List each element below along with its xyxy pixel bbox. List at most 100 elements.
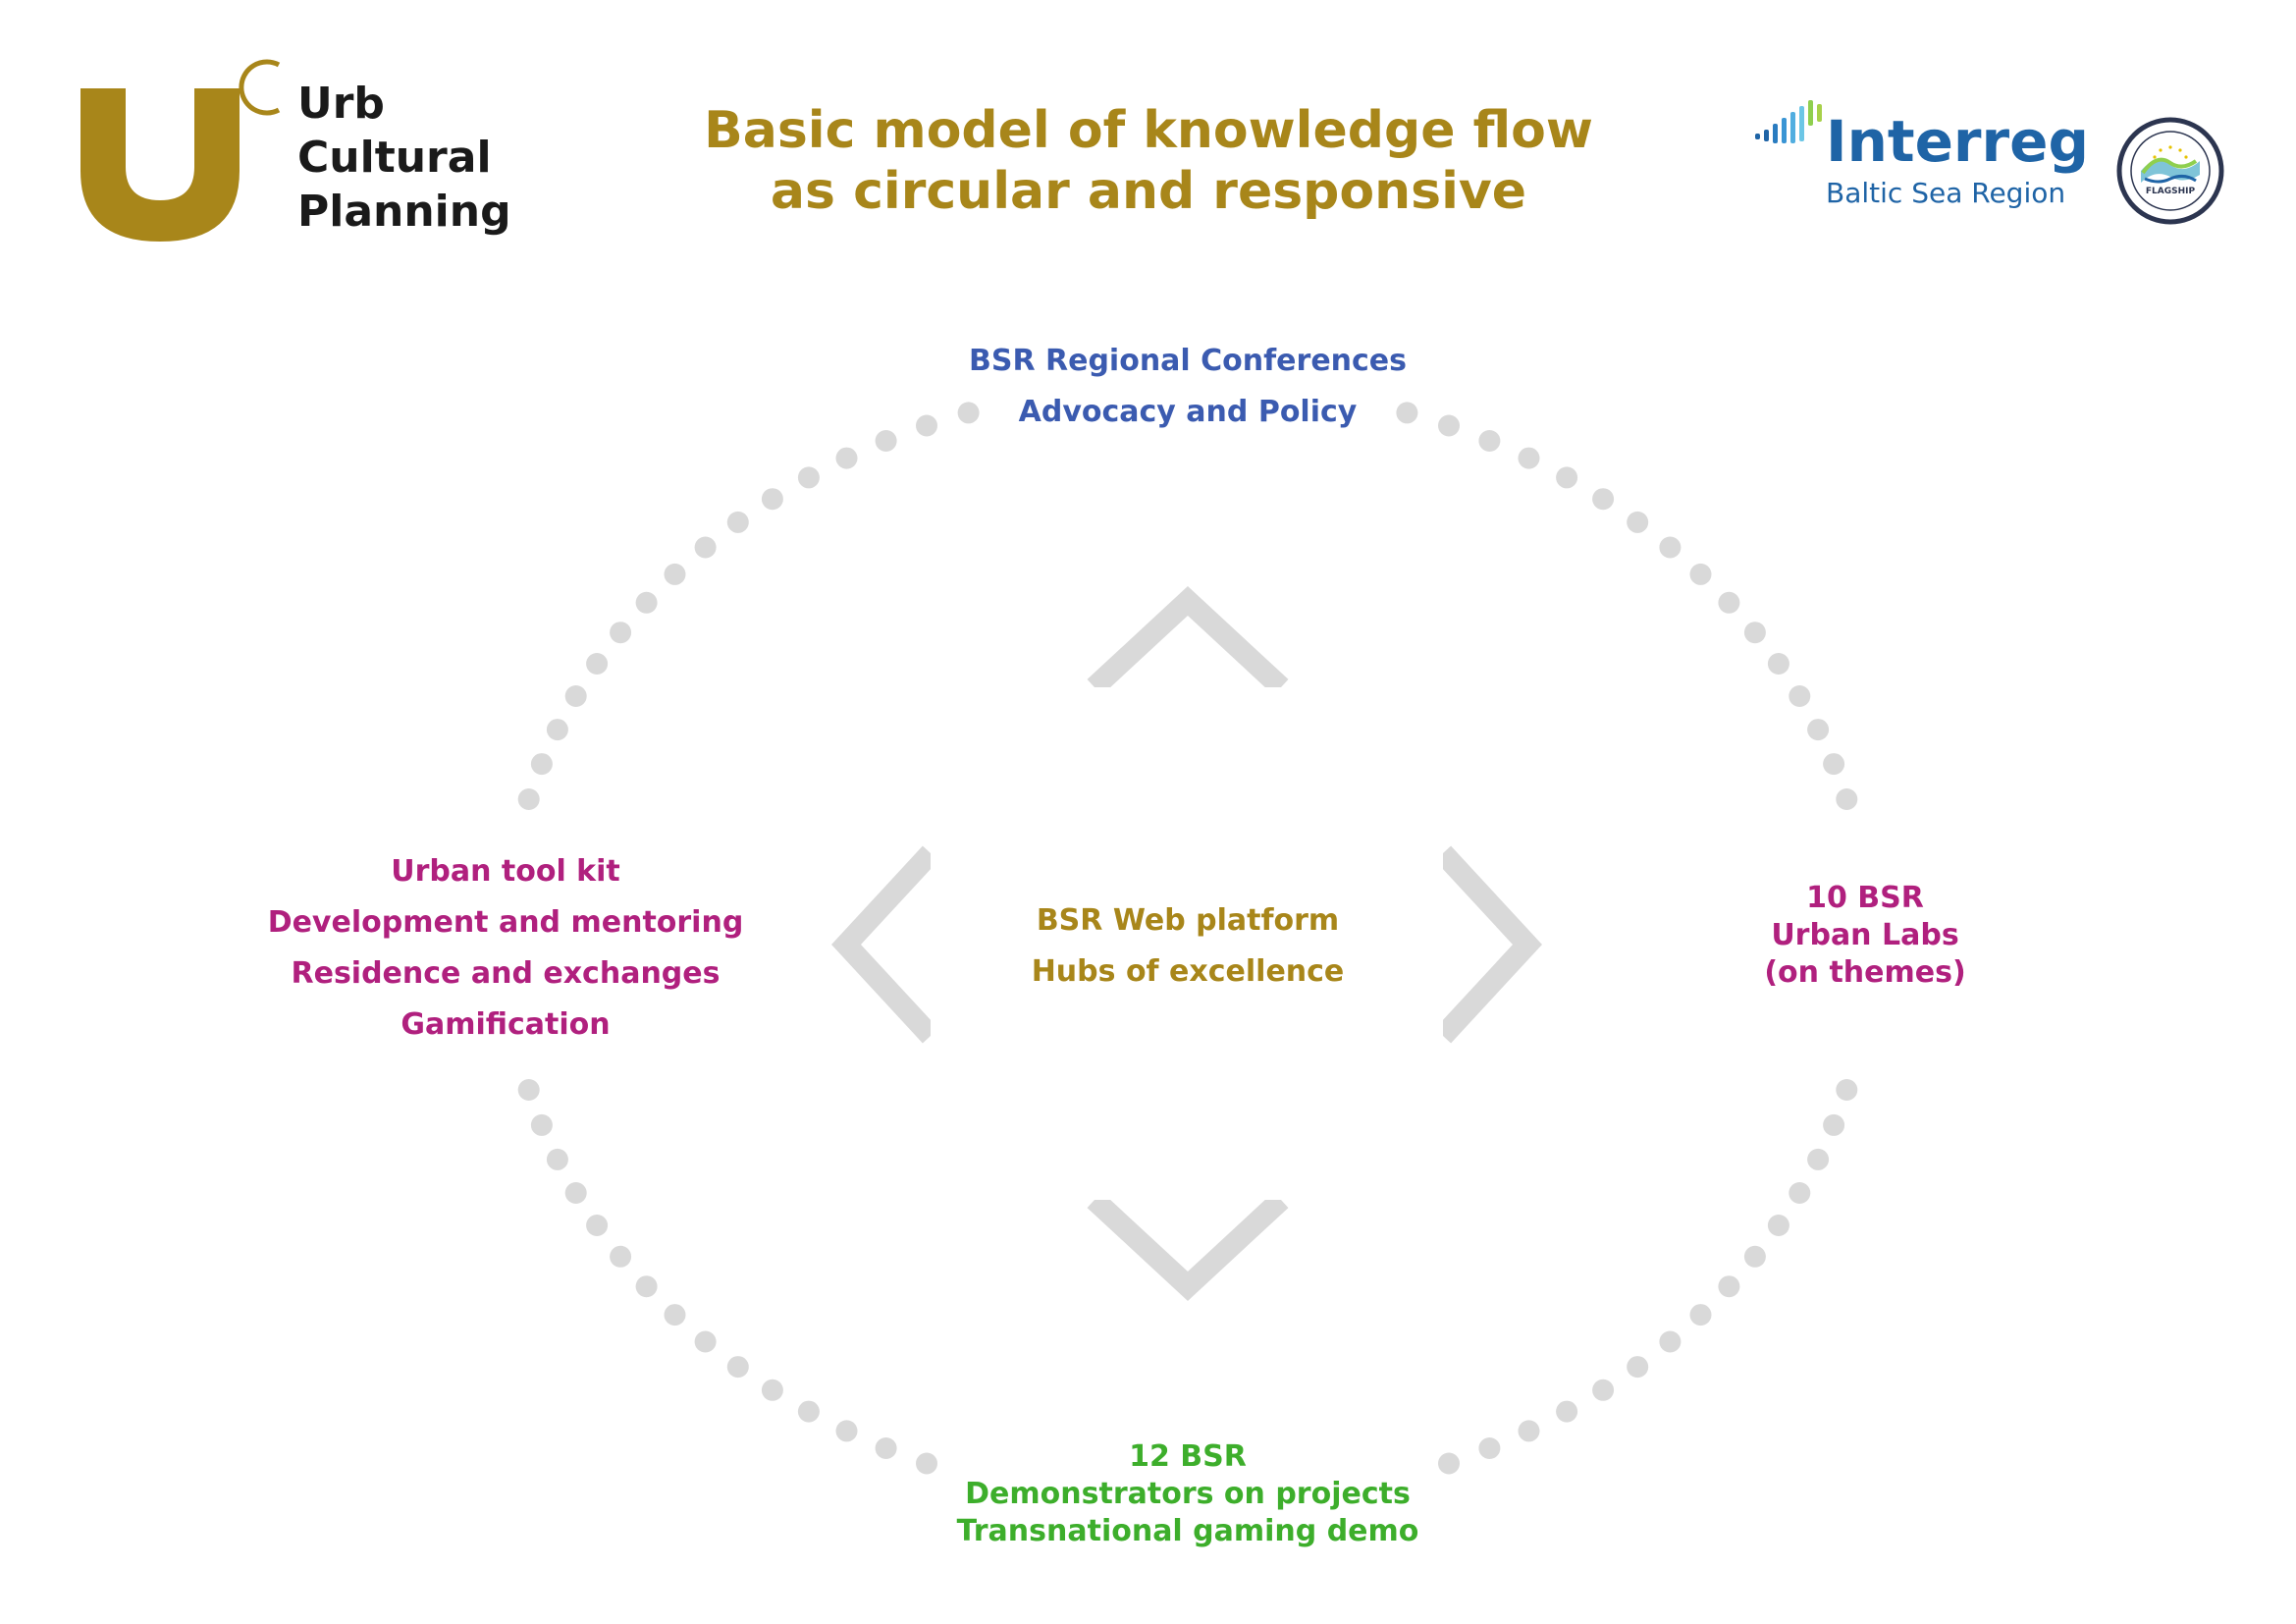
node-left-line: Development and mentoring xyxy=(267,905,744,940)
interreg-wordmark: Interreg xyxy=(1826,108,2089,175)
circle-dot xyxy=(664,1304,686,1326)
chevron-left-icon xyxy=(831,845,939,1044)
circle-dot xyxy=(1627,511,1649,533)
interreg-region-label: Baltic Sea Region xyxy=(1826,177,2066,209)
circle-dot xyxy=(875,1437,897,1459)
dotted-circle xyxy=(517,402,1858,1475)
circle-dot xyxy=(1718,1275,1740,1298)
circle-dot xyxy=(694,1330,717,1353)
circle-dot xyxy=(1627,1356,1649,1379)
node-top-line: Advocacy and Policy xyxy=(1018,395,1358,429)
node-left-toolkit: Urban tool kit Development and mentoring… xyxy=(211,846,800,1051)
seal-label: FLAGSHIP xyxy=(2145,187,2196,196)
chevron-right-icon xyxy=(1434,845,1542,1044)
circle-dot xyxy=(957,402,980,424)
circle-dot xyxy=(797,1400,820,1423)
chevrons xyxy=(831,586,1542,1301)
circle-dot xyxy=(1689,563,1712,585)
node-bottom-line: Demonstrators on projects xyxy=(965,1477,1411,1511)
circle-dot xyxy=(1743,1245,1766,1268)
node-bottom-line: Transnational gaming demo xyxy=(956,1514,1419,1548)
circle-dot xyxy=(1438,414,1460,437)
circle-dot xyxy=(1823,753,1845,776)
circle-dot xyxy=(610,622,632,644)
circle-dot xyxy=(1518,1420,1540,1442)
circle-dot xyxy=(1659,1330,1682,1353)
circle-dot xyxy=(835,447,858,469)
circle-dot xyxy=(1823,1113,1845,1136)
circle-dot xyxy=(517,1079,540,1101)
node-left-line: Gamification xyxy=(400,1007,611,1042)
circle-dot xyxy=(635,1275,658,1298)
circle-dot xyxy=(1556,466,1578,489)
circle-dot xyxy=(1767,1215,1789,1236)
node-top-conferences: BSR Regional Conferences Advocacy and Po… xyxy=(883,336,1492,438)
node-bottom-demonstrators: 12 BSR Demonstrators on projects Transna… xyxy=(854,1438,1522,1550)
circle-dot xyxy=(564,685,587,707)
logo-wordmark: Urb Cultural Planning xyxy=(297,77,511,239)
circle-dot xyxy=(586,653,609,675)
circle-dot xyxy=(1836,788,1858,810)
circle-dot xyxy=(1556,1400,1578,1423)
circle-dot xyxy=(875,430,897,452)
circle-dot xyxy=(1743,622,1766,644)
circle-dot xyxy=(586,1215,609,1236)
logo-u-letter xyxy=(80,88,240,242)
title-line-1: Basic model of knowledge flow xyxy=(704,101,1593,160)
circle-dot xyxy=(1836,1079,1858,1101)
circle-dot xyxy=(726,1356,749,1379)
node-bottom-line: 12 BSR xyxy=(1129,1439,1247,1474)
circle-dot xyxy=(546,1148,568,1170)
circle-dot xyxy=(1478,430,1501,452)
circle-dot xyxy=(916,414,937,437)
circle-dot xyxy=(797,466,820,489)
node-top-line: BSR Regional Conferences xyxy=(968,344,1408,378)
interreg-signal-icon xyxy=(1755,100,1822,143)
logo-line-planning: Planning xyxy=(297,187,511,237)
circle-dot xyxy=(694,536,717,559)
chevron-up-icon xyxy=(1087,586,1289,696)
node-center-line: BSR Web platform xyxy=(1036,903,1340,938)
circle-dot xyxy=(546,719,568,741)
logo-line-cultural: Cultural xyxy=(297,133,492,183)
circle-dot xyxy=(1807,1148,1830,1170)
circle-dot xyxy=(1396,402,1418,424)
node-right-line: (on themes) xyxy=(1764,955,1966,990)
node-right-line: Urban Labs xyxy=(1771,918,1959,952)
circle-dot xyxy=(1592,488,1615,511)
circle-dot xyxy=(664,563,686,585)
node-right-line: 10 BSR xyxy=(1806,881,1924,915)
circle-dot xyxy=(530,753,553,776)
node-right-urban-labs: 10 BSR Urban Labs (on themes) xyxy=(1728,880,2002,992)
circle-dot xyxy=(1518,447,1540,469)
circle-dot xyxy=(1438,1452,1460,1475)
circle-dot xyxy=(564,1182,587,1204)
circle-dot xyxy=(835,1420,858,1442)
circle-dot xyxy=(1767,653,1789,675)
eu-flagship-seal-icon xyxy=(2116,117,2224,225)
circle-dot xyxy=(1789,685,1811,707)
circle-dot xyxy=(916,1452,937,1475)
circle-dot xyxy=(1718,591,1740,614)
node-center-line: Hubs of excellence xyxy=(1031,954,1345,989)
logo-line-urb: Urb xyxy=(297,79,385,129)
circle-dot xyxy=(1789,1182,1811,1204)
node-center-platform: BSR Web platform Hubs of excellence xyxy=(942,895,1433,998)
circle-dot xyxy=(517,788,540,810)
circle-dot xyxy=(1659,536,1682,559)
circle-dot xyxy=(1689,1304,1712,1326)
node-left-line: Residence and exchanges xyxy=(291,956,721,991)
circle-dot xyxy=(530,1113,553,1136)
circle-dot xyxy=(610,1245,632,1268)
logo-c-superscript xyxy=(239,59,281,116)
circle-dot xyxy=(1478,1437,1501,1459)
circle-dot xyxy=(635,591,658,614)
circle-dot xyxy=(761,488,783,511)
title-line-2: as circular and responsive xyxy=(770,162,1527,221)
circle-dot xyxy=(726,511,749,533)
circle-dot xyxy=(1592,1379,1615,1401)
urbcultural-logo-mark xyxy=(80,59,281,242)
node-left-line: Urban tool kit xyxy=(391,854,620,889)
circle-dot xyxy=(1807,719,1830,741)
